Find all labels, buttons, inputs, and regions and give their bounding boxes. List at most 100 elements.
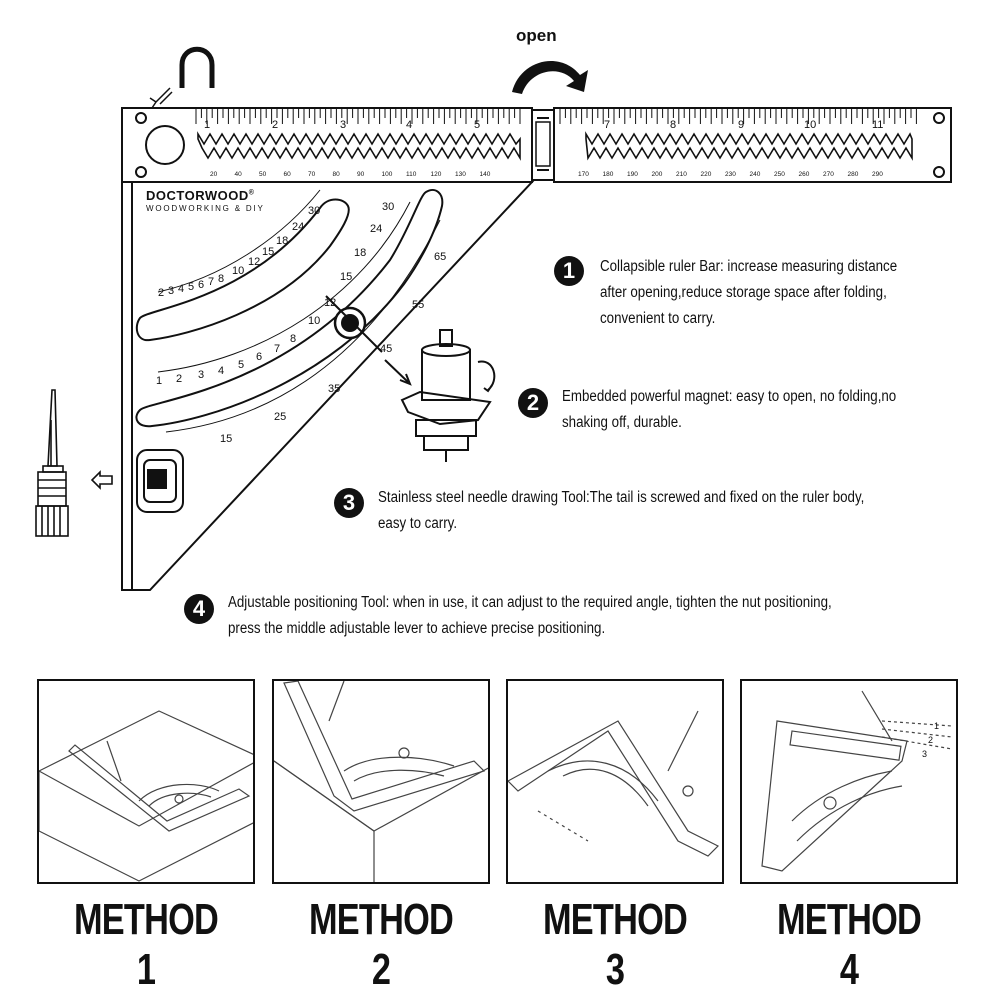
feature-1-line-2: after opening,reduce storage space after… xyxy=(600,284,887,301)
ruler-small-number: 50 xyxy=(259,171,267,178)
arc-outer-number: 12 xyxy=(248,256,260,268)
arc-outer-number: 15 xyxy=(262,246,274,258)
triangle-square-body xyxy=(121,181,535,591)
arc-inner-number: 4 xyxy=(218,365,224,377)
arc-inner-number: 24 xyxy=(370,223,382,235)
arc-inner-number: 10 xyxy=(308,315,320,327)
ruler-top-number: 1 xyxy=(204,119,210,131)
arc-degree-number: 55 xyxy=(412,299,424,311)
arc-inner-number: 3 xyxy=(198,369,204,381)
ruler-small-number: 210 xyxy=(676,171,687,178)
arc-inner-number: 7 xyxy=(274,343,280,355)
arc-inner-number: 15 xyxy=(340,271,352,283)
ruler-small-number: 20 xyxy=(210,171,218,178)
ruler-small-number: 70 xyxy=(308,171,316,178)
feature-3-line-1: Stainless steel needle drawing Tool:The … xyxy=(378,489,865,506)
ruler-top-number: 10 xyxy=(804,119,816,131)
arc-outer-number: 8 xyxy=(218,273,224,285)
ruler-small-number: 140 xyxy=(480,171,491,178)
ruler-top-number: 5 xyxy=(474,119,480,131)
arc-inner-number: 12 xyxy=(324,297,336,309)
arc-inner-number: 2 xyxy=(176,373,182,385)
ruler-small-number: 230 xyxy=(725,171,736,178)
ruler-small-number: 180 xyxy=(603,171,614,178)
feature-4-line-1: Adjustable positioning Tool: when in use… xyxy=(228,594,832,611)
brand-name: DOCTORWOOD® xyxy=(146,188,254,203)
arc-outer-number: 7 xyxy=(208,276,214,288)
method-3-label: METHOD 3 xyxy=(542,895,688,994)
arrow-icon xyxy=(149,87,173,109)
ruler-small-number: 290 xyxy=(872,171,883,178)
ruler-small-number: 270 xyxy=(823,171,834,178)
feature-4-text: Adjustable positioning Tool: when in use… xyxy=(228,590,832,642)
ruler-small-number: 200 xyxy=(652,171,663,178)
rotate-open-arrow-icon xyxy=(512,60,588,94)
arc-outer-number: 5 xyxy=(188,281,194,293)
arc-inner-number: 1 xyxy=(156,375,162,387)
ruler-small-number: 120 xyxy=(431,171,442,178)
arc-inner-number: 30 xyxy=(382,201,394,213)
method-4-label: METHOD 4 xyxy=(776,895,922,994)
ruler-small-number: 240 xyxy=(750,171,761,178)
arc-outer-number: 4 xyxy=(178,283,184,295)
ruler-small-number: 170 xyxy=(578,171,589,178)
arc-degree-number: 25 xyxy=(274,411,286,423)
arc-degree-number: 35 xyxy=(328,383,340,395)
arc-outer-number: 6 xyxy=(198,279,204,291)
feature-number-1: 1 xyxy=(554,256,584,286)
feature-number-3: 3 xyxy=(334,488,364,518)
method-4-mark-1: 1 xyxy=(934,721,939,731)
arc-outer-number: 10 xyxy=(232,265,244,277)
arc-outer-number: 2 xyxy=(158,287,164,299)
ruler-small-number: 100 xyxy=(382,171,393,178)
method-4-mark-3: 3 xyxy=(922,749,927,759)
arc-inner-number: 18 xyxy=(354,247,366,259)
method-2-label: METHOD 2 xyxy=(308,895,454,994)
ruler-small-number: 60 xyxy=(284,171,292,178)
arc-outer-number: 18 xyxy=(276,235,288,247)
feature-1-text: Collapsible ruler Bar: increase measurin… xyxy=(600,254,897,332)
ruler-top-number: 3 xyxy=(340,119,346,131)
arc-inner-number: 8 xyxy=(290,333,296,345)
ruler-small-number: 80 xyxy=(333,171,341,178)
ruler-small-number: 40 xyxy=(235,171,243,178)
arc-degree-number: 65 xyxy=(434,251,446,263)
arc-degree-number: 15 xyxy=(220,433,232,445)
ruler-top-number: 9 xyxy=(738,119,744,131)
feature-2-line-2: shaking off, durable. xyxy=(562,414,682,431)
ruler-top-number: 2 xyxy=(272,119,278,131)
feature-4-line-2: press the middle adjustable lever to ach… xyxy=(228,620,606,637)
feature-number-4: 4 xyxy=(184,594,214,624)
feature-2-text: Embedded powerful magnet: easy to open, … xyxy=(562,384,896,436)
feature-1-line-1: Collapsible ruler Bar: increase measurin… xyxy=(600,258,898,275)
feature-2-line-1: Embedded powerful magnet: easy to open, … xyxy=(562,388,897,405)
ruler-small-number: 280 xyxy=(848,171,859,178)
brand-reg: ® xyxy=(248,189,255,197)
ruler-top-number: 4 xyxy=(406,119,412,131)
feature-number-2: 2 xyxy=(518,388,548,418)
ruler-small-number: 190 xyxy=(627,171,638,178)
needle-drawing-tool xyxy=(35,389,113,537)
method-1-label: METHOD 1 xyxy=(73,895,219,994)
feature-3-text: Stainless steel needle drawing Tool:The … xyxy=(378,485,864,537)
brand-tagline: WOODWORKING & DIY xyxy=(146,204,265,213)
method-2-illustration xyxy=(272,679,490,884)
ruler-small-number: 130 xyxy=(455,171,466,178)
arc-outer-number: 3 xyxy=(168,285,174,297)
ruler-small-number: 90 xyxy=(357,171,365,178)
arc-outer-number: 30 xyxy=(308,205,320,217)
method-4-mark-2: 2 xyxy=(928,735,933,745)
ruler-top-number: 8 xyxy=(670,119,676,131)
ruler-small-number: 250 xyxy=(774,171,785,178)
method-3-illustration xyxy=(506,679,724,884)
ruler-top-number: 11 xyxy=(872,119,883,131)
method-1-illustration xyxy=(37,679,255,884)
arc-degree-number: 45 xyxy=(380,343,392,355)
arc-inner-number: 5 xyxy=(238,359,244,371)
method-4-illustration: 1 2 3 xyxy=(740,679,958,884)
ruler-small-number: 220 xyxy=(701,171,712,178)
brand-name-text: DOCTORWOOD xyxy=(146,188,249,203)
open-label: open xyxy=(516,26,557,45)
feature-3-line-2: easy to carry. xyxy=(378,515,458,532)
